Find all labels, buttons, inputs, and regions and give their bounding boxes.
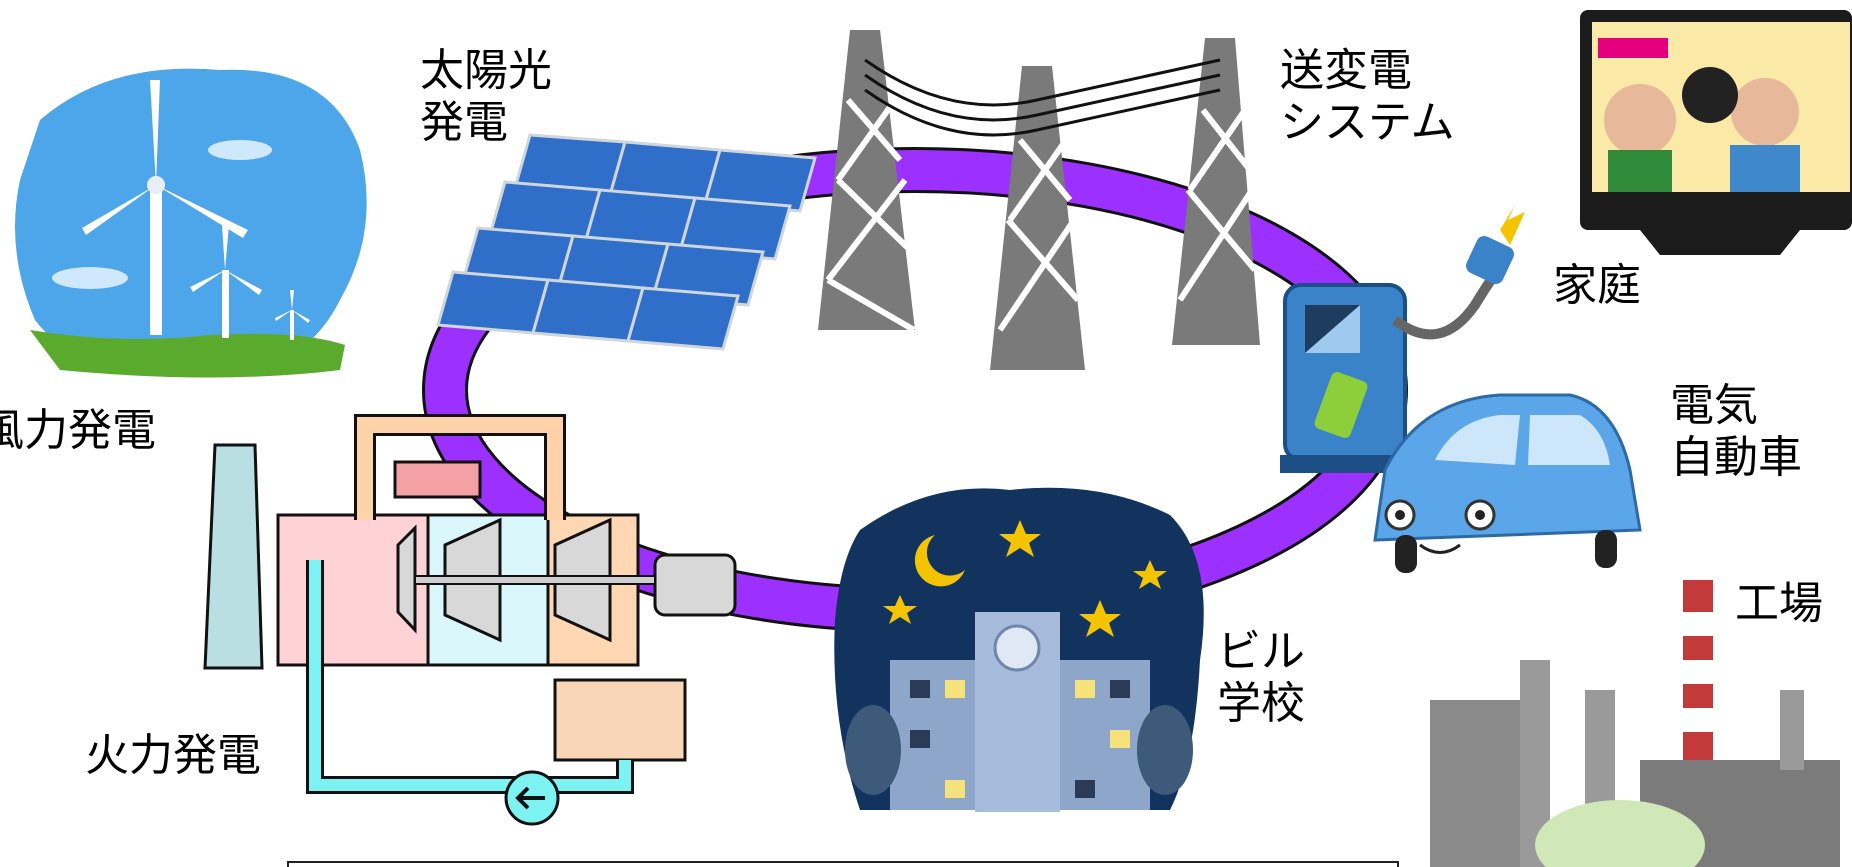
factory-icon <box>1430 580 1840 867</box>
transmission-towers-icon <box>818 30 1260 370</box>
transmission-label: 送変電 システム <box>1280 45 1455 149</box>
factory-label: 工場 <box>1735 578 1823 630</box>
wind-label-text: 風力発電 <box>0 405 156 456</box>
building-label-line1: ビル <box>1217 626 1305 677</box>
solar-panels-icon <box>436 133 817 351</box>
factory-label-text: 工場 <box>1735 578 1823 629</box>
electric-car-label-line1: 電気 <box>1670 380 1758 431</box>
building-school-label: ビル 学校 <box>1217 626 1305 730</box>
building-label-line2: 学校 <box>1217 678 1305 729</box>
electric-car-icon <box>1373 393 1642 573</box>
solar-label-line2: 発電 <box>420 97 508 148</box>
charging-station-icon <box>1280 205 1525 473</box>
thermal-power-label: 火力発電 <box>85 730 261 782</box>
home-tv-icon <box>1580 10 1852 255</box>
electric-car-label: 電気 自動車 <box>1670 380 1802 484</box>
wind-power-label: 風力発電 <box>0 405 156 457</box>
thermal-label-text: 火力発電 <box>85 730 261 781</box>
solar-power-label: 太陽光 発電 <box>420 45 552 149</box>
thermal-power-plant-icon <box>203 414 737 826</box>
home-label: 家庭 <box>1553 260 1641 312</box>
transmission-label-line1: 送変電 <box>1280 45 1412 96</box>
solar-label-line1: 太陽光 <box>420 45 552 96</box>
transmission-label-line2: システム <box>1280 97 1455 148</box>
electric-car-label-line2: 自動車 <box>1670 432 1802 483</box>
home-label-text: 家庭 <box>1553 260 1641 311</box>
caption-frame <box>287 861 1399 867</box>
wind-turbines-icon <box>15 68 367 378</box>
school-building-icon <box>834 487 1204 812</box>
